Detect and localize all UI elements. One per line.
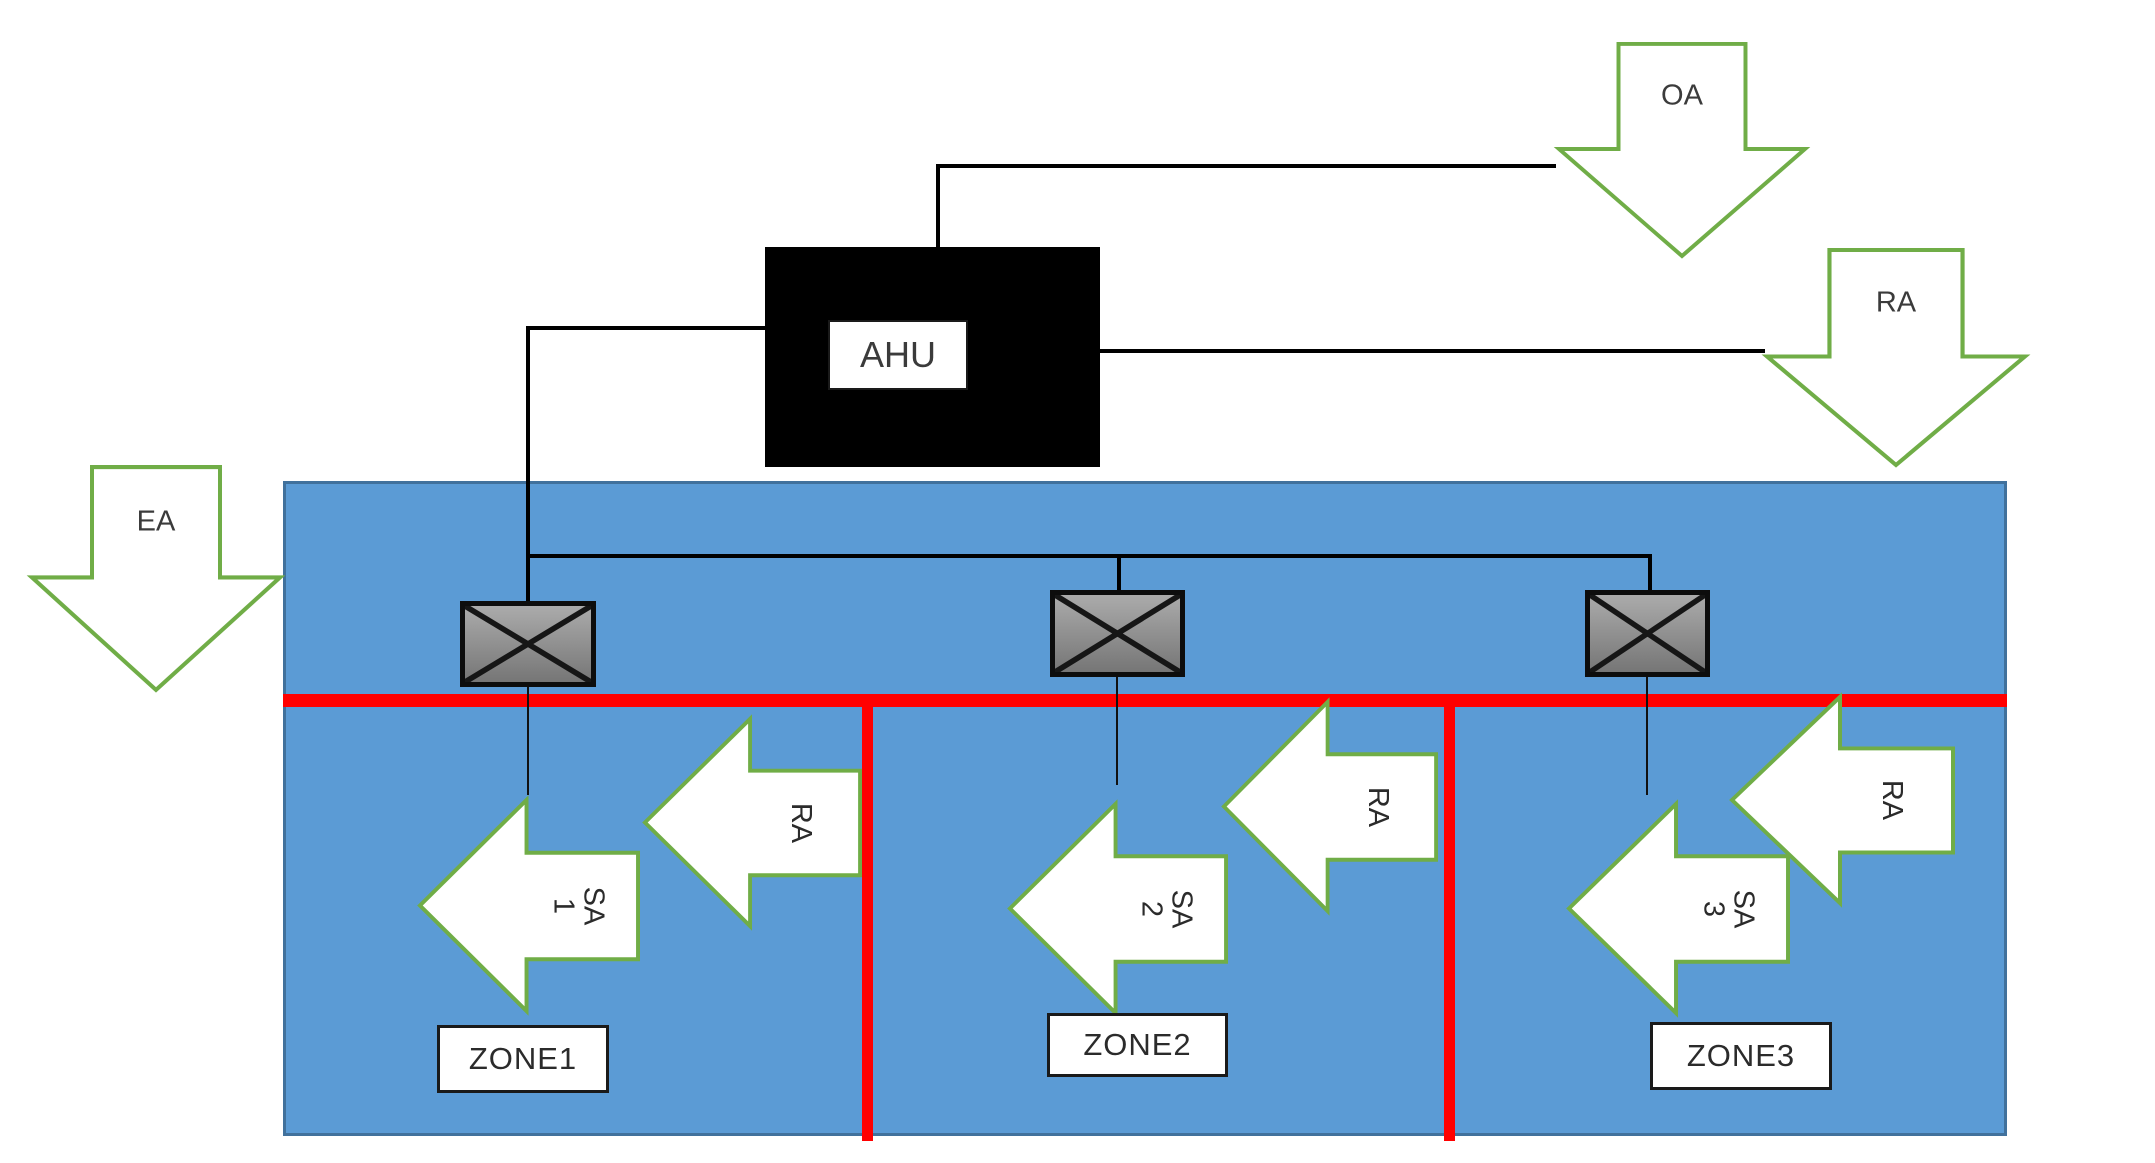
zone3-sa-number: 3 [1696,900,1729,917]
zone1-ra-text: RA [784,802,817,843]
zone2-return-air-arrow-icon: RA [1221,697,1438,916]
zone1-supply-air-label: SA 1 [546,886,610,925]
zone2-sa-number: 2 [1135,900,1168,917]
zone3-name-plate: ZONE3 [1650,1022,1832,1090]
ahu-unit-box: AHU [765,247,1100,467]
zone1-supply-air-arrow-icon: SA 1 [417,795,640,1016]
damper3-drop-line [1646,677,1648,795]
zone2-sa-text: SA [1165,889,1198,928]
damper1-drop-line [527,687,529,795]
zone2-ra-text: RA [1361,786,1394,827]
zone3-return-air-arrow-icon: RA [1729,692,1955,908]
zone2-name-plate: ZONE2 [1047,1013,1228,1077]
zone2-zone3-divider [1444,694,1455,1141]
exhaust-air-arrow-icon: EA [26,465,286,693]
zone1-name-text: ZONE1 [468,1041,578,1076]
zone3-ra-text: RA [1876,779,1909,821]
supply-branch-zone3 [1648,554,1652,594]
zone3-supply-air-arrow-icon: SA 3 [1566,799,1790,1018]
supply-main-duct [526,554,1652,558]
damper2-drop-line [1116,677,1118,785]
zone2-return-air-label: RA [1361,786,1394,827]
zone1-return-air-label: RA [784,802,817,843]
zone2-supply-air-label: SA 2 [1135,889,1198,928]
zone1-name-plate: ZONE1 [437,1025,609,1093]
supply-riser-zone1 [526,326,530,603]
zone3-name-text: ZONE3 [1686,1038,1796,1073]
ahu-label-plate: AHU [828,320,968,390]
zone1-return-air-arrow-icon: RA [642,714,862,931]
return-air-label: RA [1875,286,1917,319]
outside-air-label: OA [1661,79,1703,112]
zone1-damper-icon [460,601,596,687]
outside-air-arrow-icon: OA [1553,42,1811,259]
ceiling-plenum-divider-line [283,694,2007,707]
supply-duct-from-ahu [527,326,767,330]
return-air-arrow-icon: RA [1761,248,2031,468]
supply-branch-zone2 [1117,554,1121,594]
zone1-sa-text: SA [577,886,610,925]
ahu-label-text: AHU [859,334,936,375]
zone1-sa-number: 1 [546,897,579,914]
zone2-supply-air-arrow-icon: SA 2 [1007,799,1228,1018]
zone2-damper-icon [1050,590,1185,677]
zone2-name-text: ZONE2 [1083,1027,1192,1062]
oa-duct-line-horizontal [936,164,1556,168]
ra-duct-line [1100,349,1765,353]
exhaust-air-label: EA [136,505,176,538]
zone3-damper-icon [1585,590,1710,677]
oa-duct-line-vertical [936,164,940,249]
zone1-zone2-divider [862,700,873,1141]
zone3-return-air-label: RA [1876,779,1909,821]
